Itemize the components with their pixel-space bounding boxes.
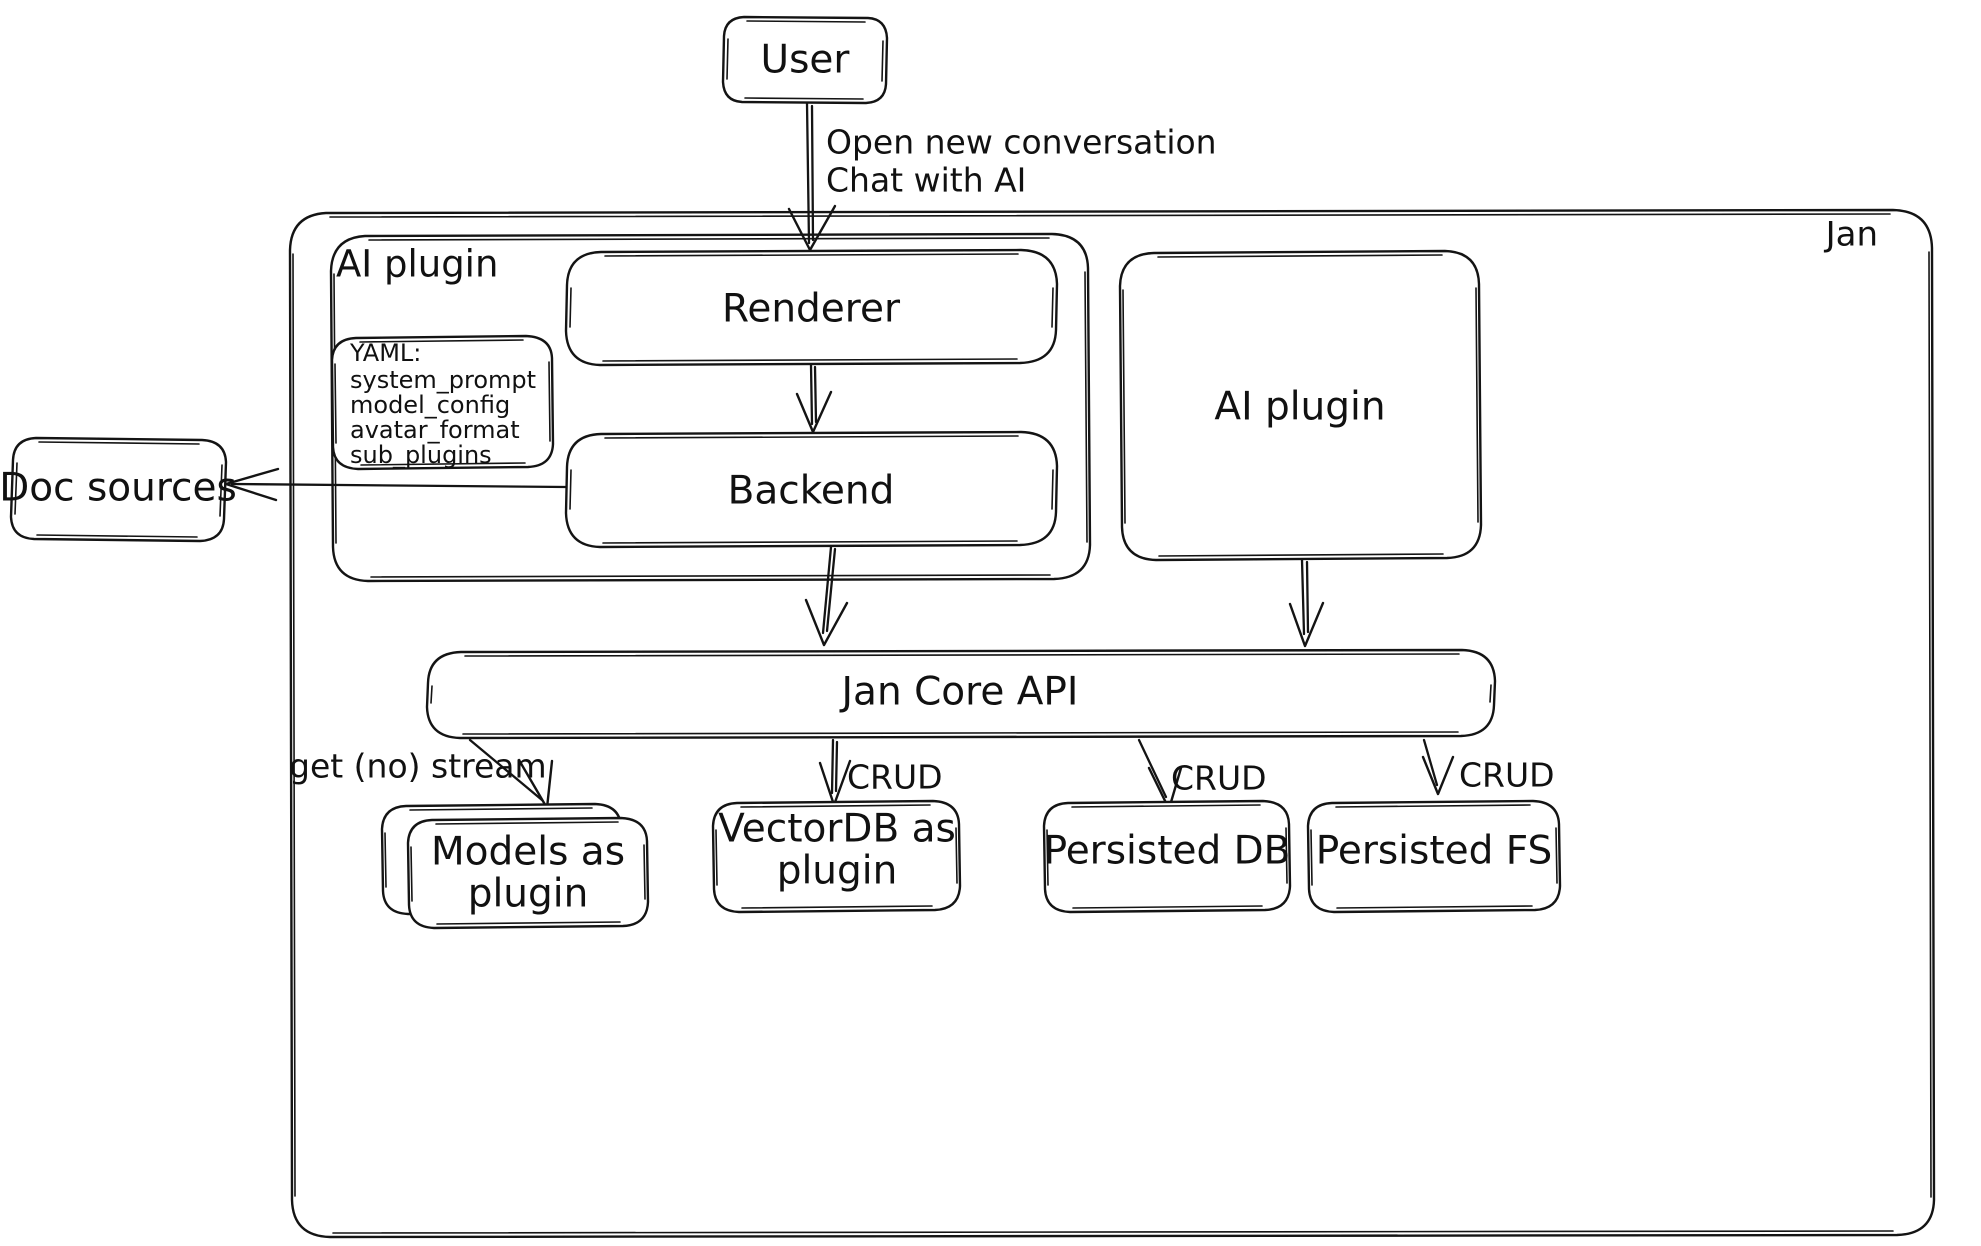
node-renderer[interactable]: Renderer: [564, 248, 1059, 367]
node-doc-sources-label: Doc sources: [0, 466, 237, 511]
node-user-label: User: [761, 38, 851, 83]
node-models-as-plugin[interactable]: Models as plugin: [380, 802, 650, 930]
node-doc-sources[interactable]: Doc sources: [0, 436, 237, 543]
edge-user-to-renderer-label-1: Open new conversation: [826, 123, 1217, 162]
edge-core-to-persisted-fs-label: CRUD: [1459, 756, 1555, 795]
node-vectordb-as-plugin-label-2: plugin: [777, 849, 898, 894]
edge-core-to-models-label: get (no) stream: [289, 747, 547, 786]
note-yaml: YAML: system_prompt model_config avatar_…: [330, 334, 555, 471]
note-yaml-item-0: system_prompt: [350, 366, 536, 394]
node-persisted-db-label: Persisted DB: [1044, 829, 1291, 874]
node-models-as-plugin-label-2: plugin: [468, 872, 589, 917]
node-renderer-label: Renderer: [722, 287, 901, 332]
edge-core-to-persisted-fs: CRUD: [1421, 738, 1555, 796]
node-backend[interactable]: Backend: [564, 430, 1059, 549]
edge-core-to-vectordb: CRUD: [818, 738, 943, 807]
node-ai-plugin-right[interactable]: AI plugin: [1118, 249, 1483, 562]
edge-user-to-renderer-label-2: Chat with AI: [826, 161, 1026, 200]
node-persisted-fs[interactable]: Persisted FS: [1306, 799, 1562, 914]
node-persisted-db[interactable]: Persisted DB: [1042, 799, 1292, 914]
edge-ai-plugin-to-core: [1288, 558, 1325, 648]
note-yaml-item-1: model_config: [350, 391, 510, 419]
node-user[interactable]: User: [721, 15, 889, 105]
edge-core-to-persisted-db-label: CRUD: [1171, 759, 1267, 798]
note-yaml-item-3: sub_plugins: [350, 441, 492, 469]
edge-backend-to-core: [804, 545, 849, 647]
edge-core-to-models: get (no) stream: [289, 738, 554, 810]
edge-core-to-persisted-db: CRUD: [1137, 738, 1267, 811]
node-models-as-plugin-label-1: Models as: [431, 830, 625, 875]
container-jan-label: Jan: [1824, 215, 1878, 255]
node-persisted-fs-label: Persisted FS: [1316, 829, 1553, 874]
note-yaml-heading: YAML:: [349, 339, 421, 367]
edge-user-to-renderer: Open new conversation Chat with AI: [787, 101, 1217, 252]
node-backend-label: Backend: [728, 469, 895, 514]
container-ai-plugin-group-label: AI plugin: [336, 243, 498, 286]
node-vectordb-as-plugin-label-1: VectorDB as: [718, 807, 956, 852]
node-ai-plugin-right-label: AI plugin: [1214, 385, 1385, 430]
node-jan-core-api-label: Jan Core API: [839, 670, 1079, 715]
node-jan-core-api[interactable]: Jan Core API: [425, 648, 1497, 740]
edge-core-to-vectordb-label: CRUD: [847, 758, 943, 797]
node-vectordb-as-plugin[interactable]: VectorDB as plugin: [711, 799, 962, 914]
edge-backend-to-doc-sources: [224, 467, 568, 502]
note-yaml-item-2: avatar_format: [350, 416, 520, 444]
